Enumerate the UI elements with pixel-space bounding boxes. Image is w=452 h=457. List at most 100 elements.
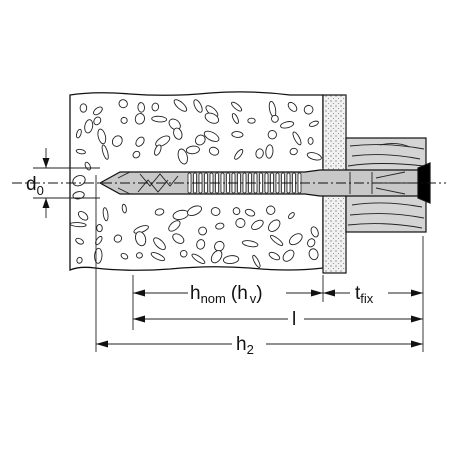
extension-lines — [95, 175, 424, 352]
d0-label: d0 — [26, 174, 44, 198]
aggregate-stone — [168, 118, 181, 131]
aggregate-stone — [255, 148, 264, 159]
aggregate-stone — [292, 131, 302, 146]
aggregate-stone — [132, 150, 141, 159]
aggregate-stone — [154, 144, 162, 156]
aggregate-stone — [244, 208, 256, 217]
l-dimension: l — [133, 309, 423, 330]
aggregate-stone — [101, 144, 109, 160]
aggregate-stone — [252, 254, 261, 268]
aggregate-stone — [150, 252, 166, 262]
aggregate-stone — [307, 137, 314, 145]
aggregate-stone — [210, 250, 223, 264]
tfix-label: tfix — [355, 283, 374, 306]
aggregate-stone — [76, 256, 83, 264]
aggregate-stone — [172, 233, 185, 244]
aggregate-stone — [271, 114, 279, 123]
aggregate-stone — [193, 99, 203, 113]
aggregate-stone — [93, 116, 102, 126]
aggregate-stone — [267, 130, 277, 140]
aggregate-stone — [177, 148, 188, 165]
aggregate-stone — [308, 120, 319, 127]
d0-dimension: d0 — [26, 148, 100, 218]
aggregate-stone — [268, 251, 281, 261]
aggregate-stone — [306, 152, 322, 161]
aggregate-stone — [185, 145, 200, 155]
aggregate-stone — [76, 128, 82, 139]
aggregate-stone — [198, 226, 208, 236]
aggregate-stone — [155, 135, 171, 147]
aggregate-stone — [113, 234, 123, 243]
aggregate-stone — [134, 113, 146, 125]
aggregate-stone — [280, 121, 295, 129]
aggregate-stone — [111, 135, 123, 147]
aggregate-stone — [72, 191, 85, 200]
aggregate-stone — [102, 207, 109, 222]
aggregate-stone — [288, 212, 295, 220]
aggregate-stone — [186, 205, 203, 216]
aggregate-stone — [214, 240, 225, 252]
aggregate-stone — [168, 220, 181, 232]
aggregate-stone — [173, 99, 188, 112]
aggregate-stone — [208, 146, 220, 156]
aggregate-stone — [75, 148, 86, 155]
aggregate-stone — [310, 226, 319, 238]
aggregate-stone — [94, 247, 103, 264]
aggregate-stone — [232, 207, 241, 216]
aggregate-stone — [303, 104, 314, 115]
aggregate-stone — [151, 102, 160, 112]
concrete-block — [69, 91, 324, 271]
aggregate-stone — [289, 147, 298, 156]
aggregate-stone — [194, 134, 206, 146]
aggregate-stone — [75, 237, 84, 245]
aggregate-stone — [210, 207, 221, 216]
anchor-head — [417, 162, 431, 204]
l-label: l — [292, 309, 296, 330]
aggregate-stone — [172, 209, 189, 220]
aggregate-stone — [308, 248, 319, 261]
aggregate-stone — [231, 131, 244, 138]
aggregate-stone — [247, 117, 256, 124]
aggregate-stone — [191, 253, 206, 264]
aggregate-stone — [135, 231, 147, 247]
aggregate-stone — [79, 103, 88, 113]
aggregate-stone — [120, 252, 129, 260]
aggregate-stone — [179, 249, 188, 258]
aggregate-stone — [72, 175, 86, 187]
aggregate-stone — [215, 222, 225, 230]
aggregate-stone — [173, 127, 183, 140]
aggregate-stone — [287, 101, 298, 112]
aggregate-stone — [231, 101, 243, 112]
aggregate-stone — [97, 128, 107, 145]
aggregate-stone — [151, 115, 168, 123]
aggregate-stone — [235, 218, 246, 228]
aggregate-stone — [84, 161, 91, 171]
aggregate-stone — [222, 255, 240, 265]
aggregate-stone — [196, 239, 206, 250]
aggregate-stone — [118, 99, 128, 109]
aggregate-stone — [77, 211, 89, 221]
aggregate-stone — [231, 113, 239, 124]
h2-dimension: h2 — [96, 333, 423, 357]
aggregate-stone — [269, 235, 284, 246]
aggregate-stone — [120, 116, 128, 124]
aggregate-stone — [288, 233, 303, 246]
aggregate-stone — [93, 106, 103, 116]
aggregate-stone — [121, 203, 127, 214]
aggregate-stone — [251, 219, 264, 231]
aggregate-stone — [307, 238, 316, 248]
aggregate-stone — [153, 237, 166, 251]
aggregate-stone — [84, 119, 94, 134]
aggregate-stone — [133, 225, 149, 234]
aggregate-stone — [135, 252, 143, 259]
tfix-dimension: tfix — [323, 282, 423, 306]
aggregate-stone — [135, 136, 145, 147]
aggregate-stone — [154, 208, 165, 216]
aggregate-stone — [266, 205, 276, 215]
wood-grain — [347, 142, 425, 229]
aggregate-stone — [241, 240, 259, 248]
aggregate-stone — [96, 224, 103, 233]
